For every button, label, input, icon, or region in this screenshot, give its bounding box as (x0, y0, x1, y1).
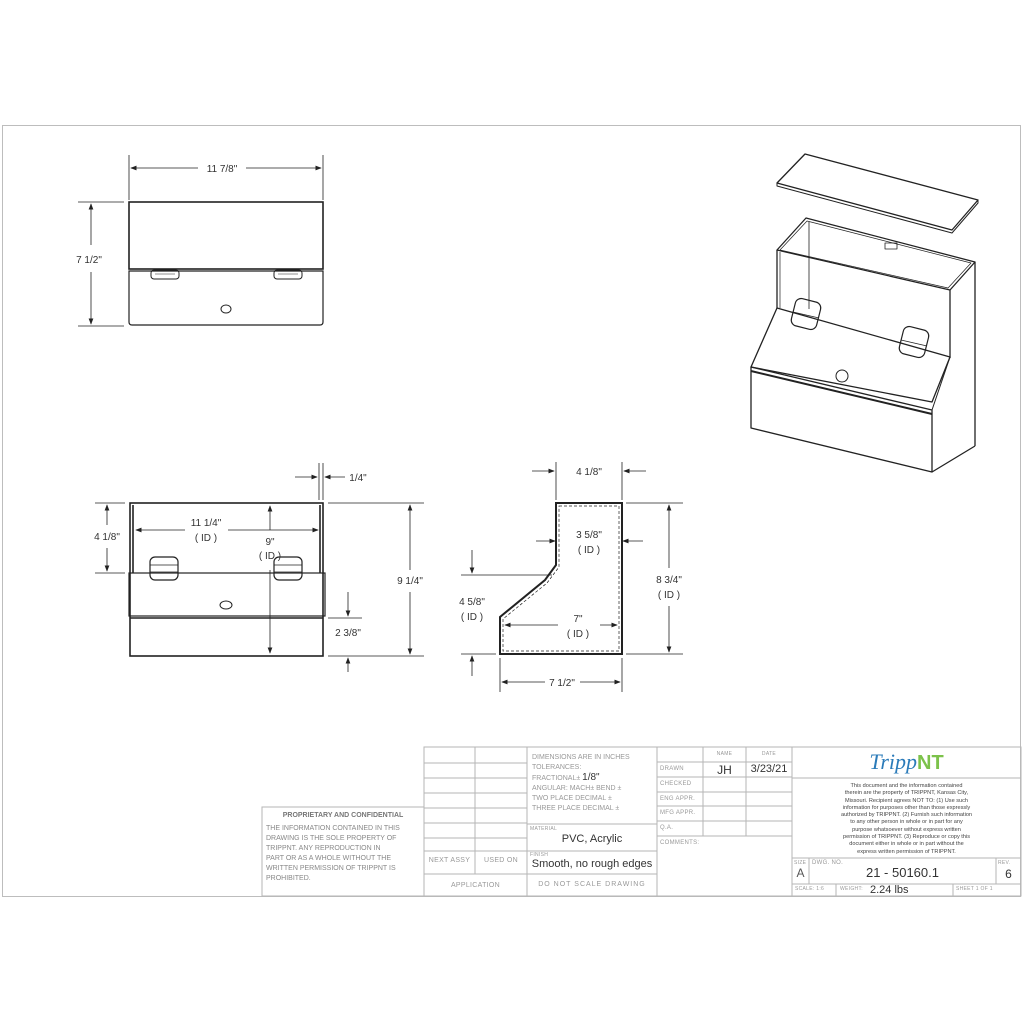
proprietary-line: PART OR AS A WHOLE WITHOUT THE (266, 855, 391, 862)
dim-inner-width-note: ( ID ) (195, 533, 217, 544)
logo-script: Tripp (869, 749, 918, 774)
legal-notice: This document and the information contai… (792, 783, 1021, 856)
notice-line: therein are the property of TRIPPNT, Kan… (844, 790, 969, 797)
material-label: MATERIAL (530, 826, 558, 832)
date-header: DATE (761, 751, 777, 757)
dim-side-inner-height-note: ( ID ) (658, 590, 680, 601)
drawn-label: DRAWN (660, 766, 684, 772)
tolerance-line: THREE PLACE DECIMAL ± (532, 805, 620, 812)
rev-label: REV. (998, 860, 1011, 866)
proprietary-line: DRAWING IS THE SOLE PROPERTY OF (266, 835, 397, 842)
do-not-scale-note: DO NOT SCALE DRAWING (538, 881, 646, 888)
proprietary-line: PROHIBITED. (266, 875, 311, 882)
notice-line: to any other person in whole or in part … (850, 819, 963, 826)
drawn-name: JH (717, 763, 732, 777)
proprietary-line: WRITTEN PERMISSION OF TRIPPNT IS (266, 865, 396, 872)
fractional-label: FRACTIONAL± (532, 775, 581, 782)
notice-line: document either in whole or in part with… (849, 841, 964, 848)
fractional-value: 1/8" (582, 772, 600, 783)
used-on-label: USED ON (484, 857, 518, 864)
tolerance-line: TWO PLACE DECIMAL ± (532, 795, 612, 802)
revision-value: 6 (1005, 867, 1012, 881)
proprietary-line: TRIPPNT. ANY REPRODUCTION IN (266, 845, 381, 852)
front-view-closed (78, 155, 324, 327)
notice-line: Missouri. Recipient agrees NOT TO: (1) U… (844, 797, 969, 804)
dim-side-inner-top-width-note: ( ID ) (578, 545, 600, 556)
weight-label: WEIGHT: (840, 886, 863, 892)
dim-overall-height: 9 1/4" (397, 576, 423, 587)
tolerances-block: DIMENSIONS ARE IN INCHES TOLERANCES: FRA… (532, 753, 630, 814)
next-assy-label: NEXT ASSY (428, 857, 471, 864)
dim-inner-width: 11 1/4" (191, 518, 222, 529)
tolerance-line: DIMENSIONS ARE IN INCHES (532, 754, 630, 761)
tolerance-line: ANGULAR: MACH± BEND ± (532, 785, 622, 792)
dim-side-inner-depth-note: ( ID ) (567, 629, 589, 640)
dim-overall-width: 11 7/8" (207, 164, 238, 175)
dwg-no-label: DWG. NO. (812, 860, 844, 866)
drawing-number: 21 - 50160.1 (865, 865, 939, 880)
scale-label: SCALE: 1:6 (795, 886, 825, 892)
finish-value: Smooth, no rough edges (531, 858, 653, 870)
front-view-open (95, 463, 424, 672)
dim-upper-height: 4 1/8" (94, 532, 120, 543)
company-logo: TrippNT (792, 748, 1021, 777)
qa-label: Q.A. (660, 825, 674, 831)
name-header: NAME (716, 751, 733, 757)
notice-line: permission of TRIPPNT. (3) Reproduce or … (842, 834, 971, 841)
notice-line: purpose whatsoever without express writt… (852, 826, 961, 833)
dim-side-inner-depth: 7" (573, 614, 583, 625)
title-block-grid (261, 746, 1022, 897)
size-value: A (796, 866, 805, 880)
dim-side-front-height: 4 5/8" (459, 597, 485, 608)
application-label: APPLICATION (450, 882, 501, 889)
isometric-view (750, 153, 979, 473)
dim-side-top-width: 4 1/8" (576, 467, 602, 478)
eng-appr-label: ENG APPR. (660, 796, 696, 802)
dim-side-inner-height: 8 3/4" (656, 575, 682, 586)
comments-label: COMMENTS: (660, 840, 700, 846)
proprietary-text: THE INFORMATION CONTAINED IN THIS DRAWIN… (266, 824, 400, 884)
weight-value: 2.24 lbs (870, 884, 909, 896)
logo-bold: NT (917, 752, 944, 774)
checked-label: CHECKED (660, 781, 692, 787)
size-label: SIZE (794, 860, 807, 866)
dim-inner-height: 9" (265, 537, 275, 548)
proprietary-line: THE INFORMATION CONTAINED IN THIS (266, 825, 400, 832)
notice-line: This document and the information contai… (850, 783, 963, 789)
finish-label: FINISH (530, 852, 549, 858)
notice-line: express written permission of TRIPPNT. (857, 848, 956, 855)
tolerance-line: TOLERANCES: (532, 764, 582, 771)
dim-side-overall-depth: 7 1/2" (549, 678, 575, 689)
dim-side-inner-top-width: 3 5/8" (576, 530, 602, 541)
dim-side-front-height-note: ( ID ) (461, 612, 483, 623)
mfg-appr-label: MFG APPR. (660, 810, 696, 816)
notice-line: authorized by TRIPPNT. (2) Furnish such … (840, 812, 973, 819)
sheet-label: SHEET 1 OF 1 (956, 886, 993, 892)
dim-inner-height-note: ( ID ) (259, 551, 281, 562)
tolerance-line-fractional: FRACTIONAL± 1/8" (532, 773, 630, 784)
dim-base-height: 2 3/8" (335, 628, 361, 639)
material-value: PVC, Acrylic (561, 833, 623, 845)
drawn-date: 3/23/21 (750, 763, 788, 775)
dim-overall-height-closed: 7 1/2" (76, 255, 102, 266)
dim-wall-thickness: 1/4" (349, 473, 367, 484)
side-view (461, 462, 683, 692)
notice-line: information for purposes other than thos… (842, 804, 971, 811)
proprietary-title: PROPRIETARY AND CONFIDENTIAL (282, 812, 404, 819)
